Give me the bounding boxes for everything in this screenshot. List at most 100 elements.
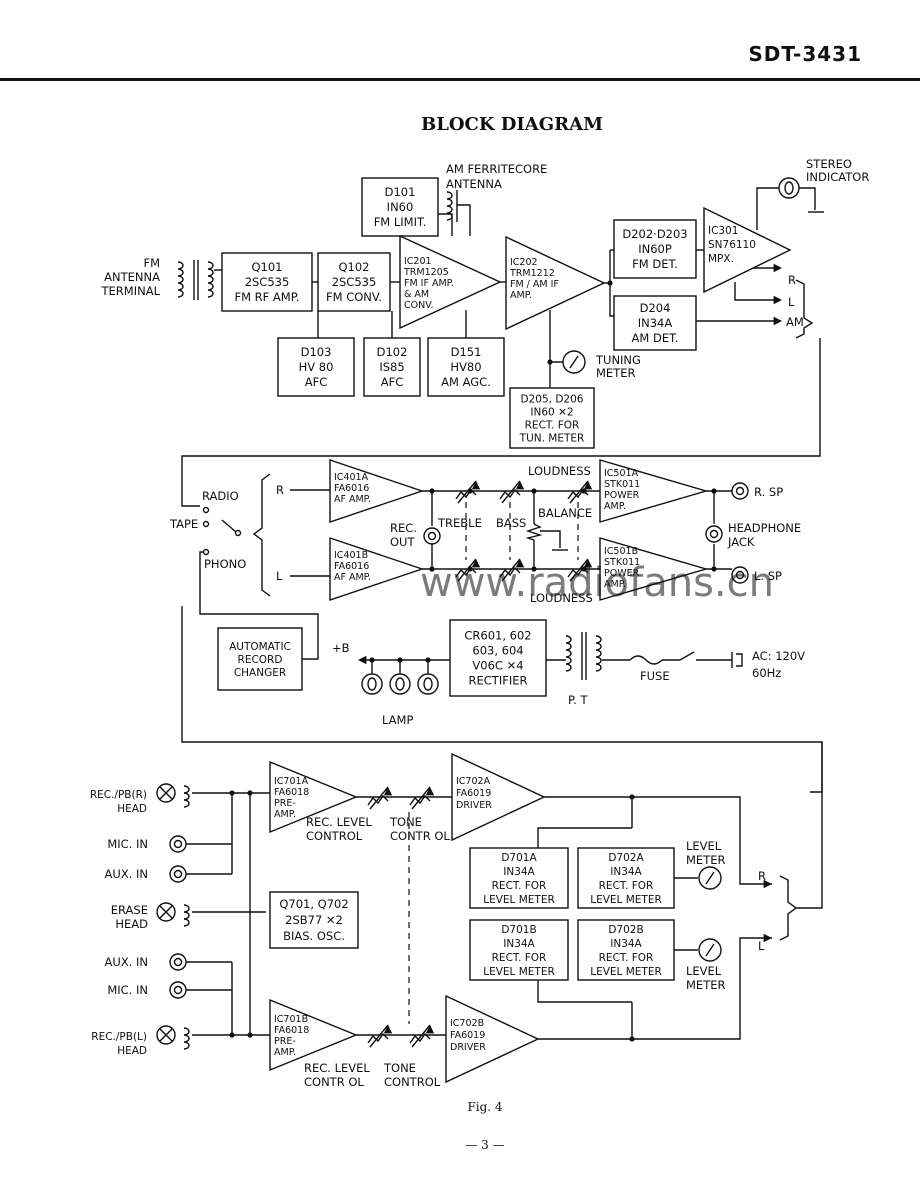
level-meter-r-needle [705,871,715,885]
fuse-label: FUSE [640,669,670,683]
page-number: — 3 — [465,1138,505,1152]
box-d151-text: D151 [451,345,482,359]
lamp-2 [389,673,411,695]
box-auto-record-text: RECORD [238,654,283,666]
aux-in-2-jack-core [173,957,183,967]
wire [544,796,772,885]
amp-ic401b [329,537,425,601]
selector-contact-tape [202,520,210,528]
erase-head-label: HEAD [115,917,148,931]
tuning-meter-needle [569,355,579,369]
arrow-head [471,559,481,568]
amp-ic501b [599,537,709,601]
deck-out-r: R [758,869,766,883]
coil-erase [183,904,190,927]
amp-ic301 [703,206,792,294]
power-switch [679,651,695,661]
level-meter-l-needle [705,943,715,957]
tone-pot-l-wiper [411,1024,431,1048]
am-ferrite-coil [446,191,453,221]
coil-head-l [183,1027,190,1050]
box-d151-text: AM AGC. [441,375,491,389]
box-d701a [469,847,569,909]
level-meter-r-label: METER [686,853,725,867]
plus-b-label: +B [332,641,350,655]
selector-contact-phono [202,548,210,556]
amp-ic401b-text: FA6016 [334,561,369,572]
wire-tuner-to-selector [181,338,821,507]
box-q102-text: FM CONV. [326,290,382,304]
wire [537,980,632,1003]
box-d204-text: AM DET. [632,331,679,345]
level-meter-l-label: LEVEL [686,964,722,978]
box-d701b-text: IN34A [503,938,535,950]
ac-plug [731,652,743,668]
amp-ic401a-text: AF AMP. [334,494,371,505]
amp-ic501a-text: AMP. [604,501,626,512]
amp-ic201-text: & AM [404,289,429,300]
amp-ic401a [329,459,425,523]
header-rule [0,78,920,81]
tone-pot-l [409,1032,431,1044]
lamp-1 [361,673,383,695]
amp-ic201-text: TRM1205 [403,267,449,278]
box-rectifier-text: RECTIFIER [469,674,528,688]
stereo-indicator-lamp [778,177,800,199]
box-d101 [361,177,439,237]
stereo-indicator-label: STEREO [806,157,852,171]
head-rec-pb-l-x2 [159,1028,173,1042]
am-antenna-label: AM FERRITECORE [446,162,547,176]
r-sp-label: R. SP [754,485,783,499]
box-d204-text: IN34A [638,316,673,330]
wire [734,282,780,301]
amp-ic501a [599,459,709,523]
rec-out-label: REC. [390,521,417,535]
bass-pot-l [499,566,521,578]
selector-radio: RADIO [202,489,239,503]
amp-ic201-text: IC201 [404,256,432,267]
lamp-1-filament [367,677,377,691]
amp-ic202 [505,235,606,331]
tone-pot-r-wiper [411,786,431,810]
aux-in-2-label: AUX. IN [105,955,148,969]
box-d701a-text: RECT. FOR [492,880,547,892]
box-d202-text: D202·D203 [622,227,687,241]
arrow-head [773,295,782,305]
amp-ic701b [269,998,358,1072]
lamp-label: LAMP [382,713,413,727]
l-sp-label: L. SP [754,569,782,583]
tuner-out-am: AM [786,315,804,329]
box-q102 [317,252,391,312]
wire [796,742,823,909]
wire [799,187,816,210]
wire [538,937,772,1040]
head-rec-pb-r-x2 [159,786,173,800]
box-rectifier [449,619,547,697]
box-auto-record-text: CHANGER [234,667,286,679]
arrow-head [471,481,481,490]
amp-ic501b-text: STK011 [604,557,640,568]
lamp-3-filament [423,677,433,691]
box-d702a-text: LEVEL METER [590,894,662,906]
box-d103-text: HV 80 [299,360,334,374]
arrow-head [763,879,772,889]
amp-ic301-text: IC301 [708,225,738,237]
loudness-pot-l [567,566,589,578]
tone-pot-r [409,794,431,806]
amp-ic702b [445,994,540,1084]
amp-ic701b-text: IC701B [274,1014,308,1025]
arrow-head [425,1025,435,1034]
balance-pot [525,523,543,541]
rec-pb-r-label: HEAD [117,803,147,815]
tone-2-label: TONE [383,1061,416,1075]
fm-antenna-label: TERMINAL [101,284,161,298]
amp-ic401b-text: AF AMP. [334,572,371,583]
amp-ic702a [451,752,546,842]
box-q101-text: 2SC535 [245,275,290,289]
box-d102-text: IS85 [379,360,404,374]
box-d204-text: D204 [640,301,671,315]
box-d702a-text: RECT. FOR [599,880,654,892]
am-antenna-label: ANTENNA [446,177,502,191]
bass-label: BASS [496,516,526,530]
